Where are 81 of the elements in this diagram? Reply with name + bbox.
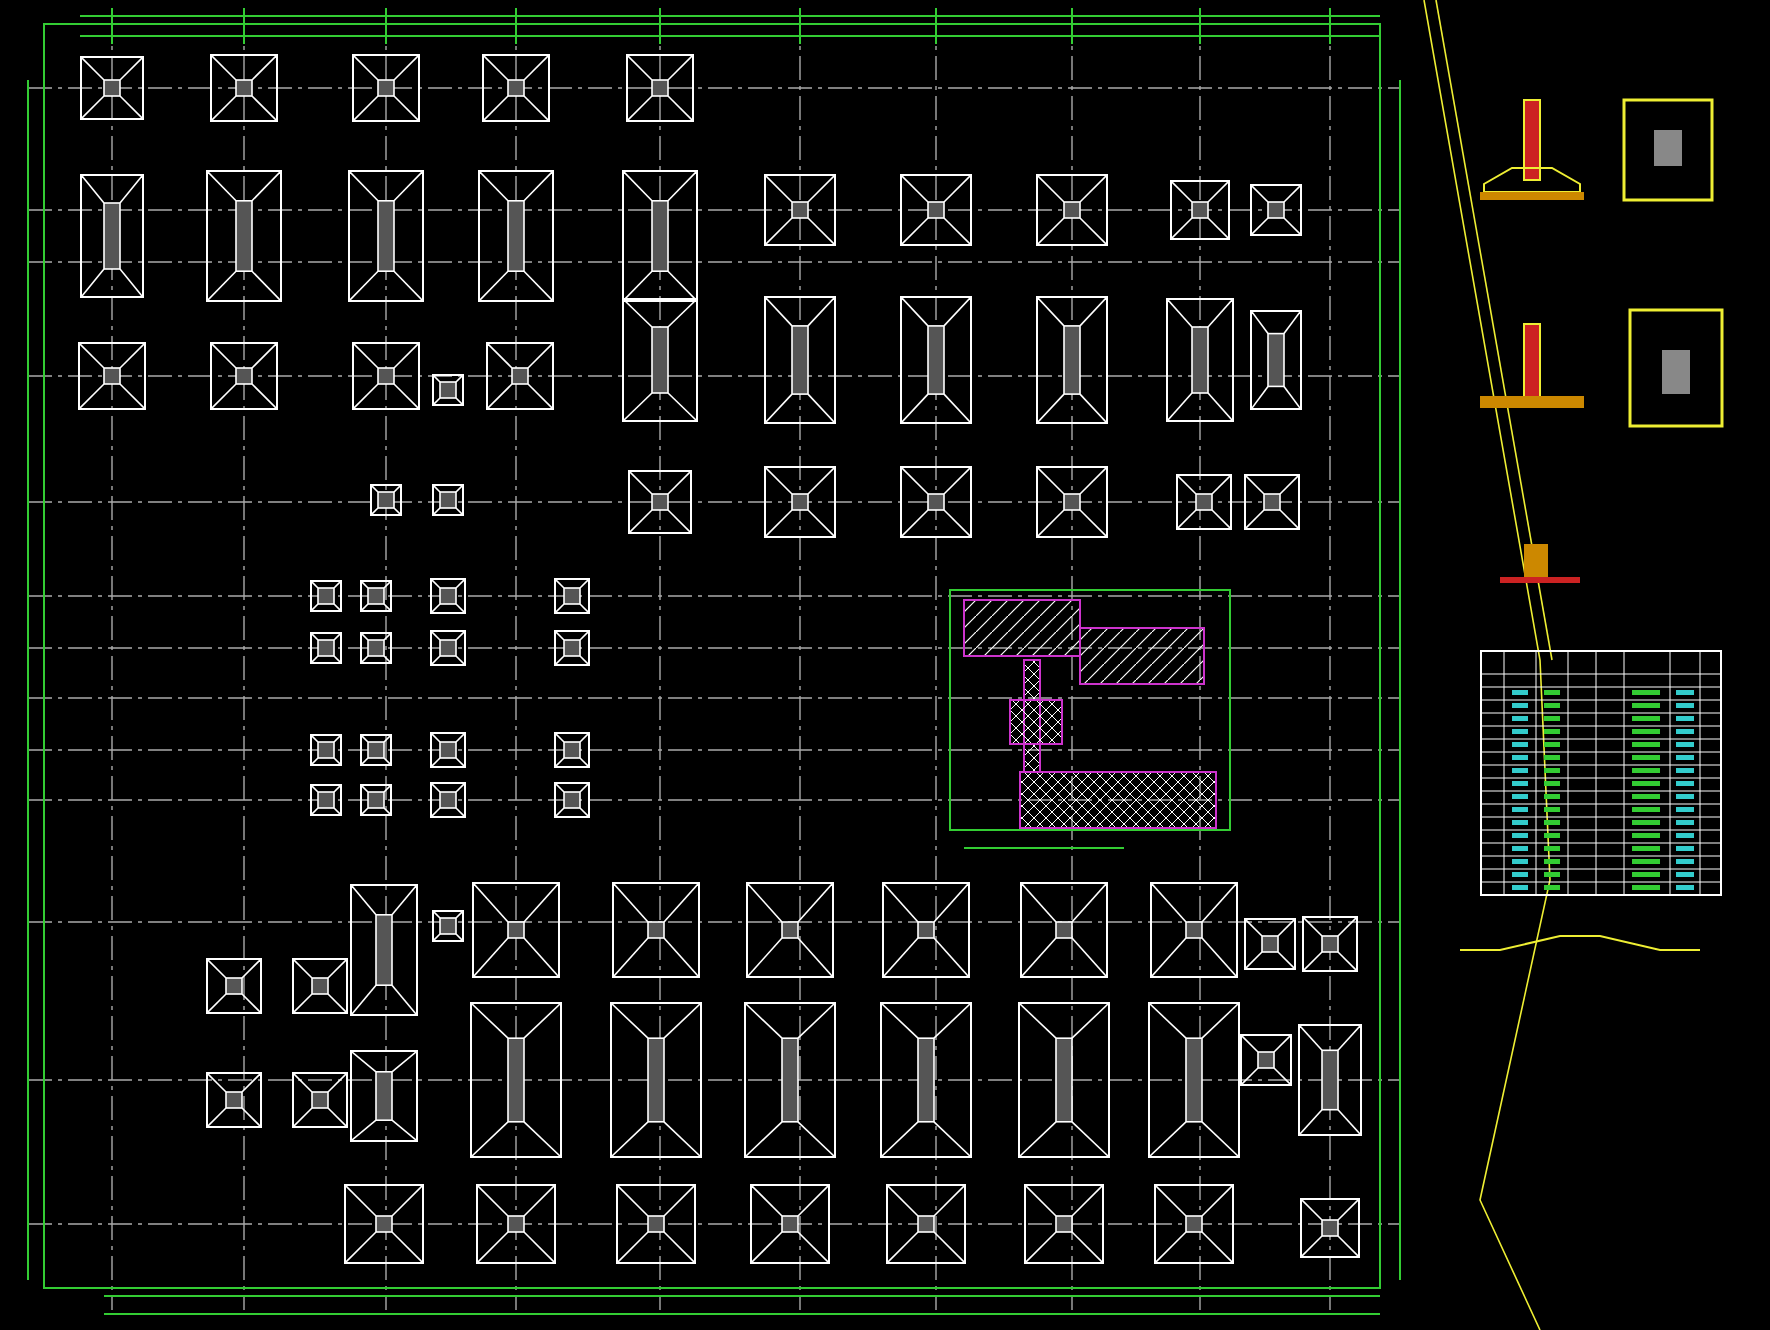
footing-box (370, 484, 402, 516)
footing-box (486, 342, 554, 410)
footing-box (622, 170, 698, 302)
footing-box (478, 170, 554, 302)
footing-box (1036, 296, 1108, 424)
footing-box (626, 54, 694, 122)
footing-box (1244, 474, 1300, 530)
footing-box (1036, 174, 1108, 246)
footing-box (352, 54, 420, 122)
footing-box (430, 782, 466, 818)
footing-box (764, 296, 836, 424)
footing-box (900, 296, 972, 424)
footing-box (1148, 1002, 1240, 1158)
footing-box (310, 580, 342, 612)
footing-box (432, 374, 464, 406)
footing-box (310, 632, 342, 664)
footing-box (310, 784, 342, 816)
footing-box (1150, 882, 1238, 978)
footing-box (360, 784, 392, 816)
footing-box (628, 470, 692, 534)
footing-box (886, 1184, 966, 1264)
footing-box (348, 170, 424, 302)
footing-box (1018, 1002, 1110, 1158)
footing-box (1300, 1198, 1360, 1258)
footing-box (1176, 474, 1232, 530)
footing-box (750, 1184, 830, 1264)
footing-box (1302, 916, 1358, 972)
footing-box (1250, 310, 1302, 410)
footing-box (432, 910, 464, 942)
footing-box (482, 54, 550, 122)
footing-box (900, 174, 972, 246)
footing-box (360, 632, 392, 664)
footing-box (352, 342, 420, 410)
footing-box (1020, 882, 1108, 978)
footing-box (1250, 184, 1302, 236)
footing-box (310, 734, 342, 766)
footing-box (80, 174, 144, 298)
footing-box (292, 958, 348, 1014)
footing-box (746, 882, 834, 978)
footing-box (612, 882, 700, 978)
footing-box (210, 54, 278, 122)
footing-box (900, 466, 972, 538)
footing-box (1166, 298, 1234, 422)
footing-box (430, 578, 466, 614)
footing-box (882, 882, 970, 978)
footing-box (622, 298, 698, 422)
footing-box (78, 342, 146, 410)
footing-box (554, 732, 590, 768)
footing-box (206, 1072, 262, 1128)
footing-box (80, 56, 144, 120)
footing-box (206, 958, 262, 1014)
footing-box (554, 578, 590, 614)
footing-box (610, 1002, 702, 1158)
footing-box (1244, 918, 1296, 970)
footing-box (472, 882, 560, 978)
footing-box (764, 466, 836, 538)
footing-box (616, 1184, 696, 1264)
footing-box (360, 734, 392, 766)
footing-box (430, 732, 466, 768)
footing-box (350, 1050, 418, 1142)
footing-box (1036, 466, 1108, 538)
footing-box (1154, 1184, 1234, 1264)
footing-box (292, 1072, 348, 1128)
footing-box (744, 1002, 836, 1158)
footing-box (206, 170, 282, 302)
footing-box (432, 484, 464, 516)
footing-box (344, 1184, 424, 1264)
footing-box (554, 630, 590, 666)
footing-box (880, 1002, 972, 1158)
footing-box (554, 782, 590, 818)
footing-box (470, 1002, 562, 1158)
footing-box (1170, 180, 1230, 240)
footing-box (350, 884, 418, 1016)
footing-box (1240, 1034, 1292, 1086)
footing-box (476, 1184, 556, 1264)
footing-box (360, 580, 392, 612)
footing-box (1298, 1024, 1362, 1136)
footing-box (764, 174, 836, 246)
footing-box (1024, 1184, 1104, 1264)
footing-box (430, 630, 466, 666)
footing-box (210, 342, 278, 410)
